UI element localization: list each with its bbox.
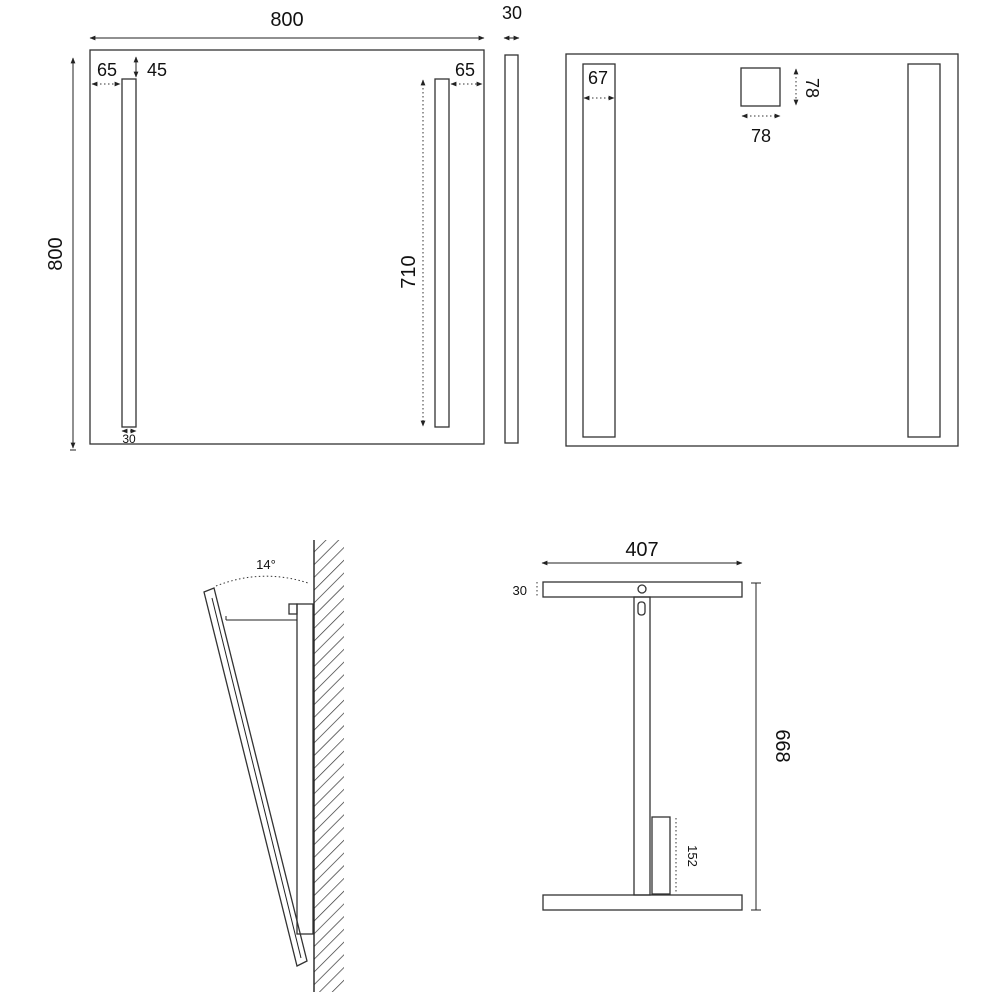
junction-box bbox=[740, 67, 781, 107]
mounting-hole bbox=[637, 584, 647, 594]
top-margin-label: 45 bbox=[147, 60, 167, 80]
bracket-width-label: 407 bbox=[625, 539, 658, 561]
tilted-mirror-strip bbox=[211, 597, 302, 959]
front-view: 800 800 65 45 65 710 30 bbox=[45, 9, 485, 451]
wall-hatching bbox=[314, 540, 344, 992]
back-right-strip bbox=[907, 63, 941, 438]
bar-height-label: 30 bbox=[513, 583, 527, 598]
bracket-hook bbox=[288, 603, 298, 615]
width-label: 800 bbox=[270, 9, 303, 31]
driver-box-height-label: 152 bbox=[685, 845, 700, 867]
bracket-top-bar bbox=[542, 581, 743, 598]
tilted-mirror bbox=[203, 587, 308, 967]
side-view: 30 bbox=[502, 3, 522, 444]
height-label: 800 bbox=[45, 237, 67, 270]
front-mirror-outline bbox=[89, 49, 485, 445]
back-view: 67 78 78 bbox=[565, 53, 959, 447]
back-panel-outline bbox=[565, 53, 959, 447]
bracket-bottom-bar bbox=[542, 894, 743, 911]
depth-label: 30 bbox=[502, 3, 522, 23]
left-light-strip bbox=[121, 78, 137, 428]
tilt-angle-label: 14° bbox=[256, 557, 276, 572]
wall-bracket-plate bbox=[296, 603, 314, 935]
right-margin-label: 65 bbox=[455, 60, 475, 80]
bracket-stem bbox=[633, 596, 651, 896]
strip-length-label: 710 bbox=[398, 255, 420, 288]
bracket-view: 407 30 152 668 bbox=[513, 539, 793, 911]
back-left-strip bbox=[582, 63, 616, 438]
side-profile bbox=[504, 54, 519, 444]
back-strip-width-label: 67 bbox=[588, 68, 608, 88]
box-width-label: 78 bbox=[751, 126, 771, 146]
left-margin-label: 65 bbox=[97, 60, 117, 80]
driver-box bbox=[651, 816, 671, 895]
tilt-angle-arc bbox=[215, 575, 309, 587]
right-light-strip bbox=[434, 78, 450, 428]
strip-width-label: 30 bbox=[122, 432, 136, 446]
tilt-view: 14° bbox=[203, 540, 344, 992]
total-height-label: 668 bbox=[771, 729, 793, 762]
box-height-label: 78 bbox=[802, 78, 822, 98]
stem-slot bbox=[637, 601, 646, 616]
